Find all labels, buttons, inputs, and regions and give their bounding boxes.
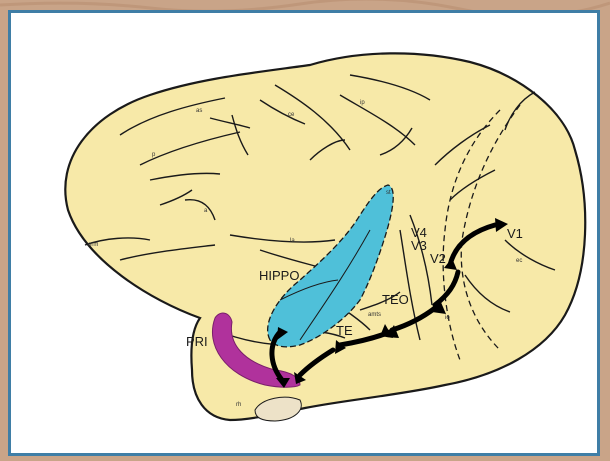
- label-v3: V3: [411, 238, 427, 253]
- label-v2: V2: [430, 251, 446, 266]
- sulcus-label-rh: rh: [236, 402, 241, 408]
- label-teo: TEO: [382, 292, 409, 307]
- sulcus-label-as: as: [196, 108, 202, 114]
- label-pri: PRI: [186, 334, 208, 349]
- sulcus-label-ip: ip: [360, 100, 365, 106]
- label-te: TE: [336, 323, 353, 338]
- label-v1: V1: [507, 226, 523, 241]
- sulcus-label-ce: ce: [288, 112, 295, 118]
- sulcus-label-st: st: [386, 190, 391, 196]
- label-hippo: HIPPO: [259, 268, 299, 283]
- sulcus-label-orm: orm: [88, 242, 98, 248]
- sulcus-label-la: la: [290, 238, 295, 244]
- sulcus-label-io: io: [445, 315, 450, 321]
- label-v4: V4: [411, 225, 427, 240]
- sulcus-label-ec: ec: [516, 258, 522, 264]
- sulcus-label-amts: amts: [368, 312, 381, 318]
